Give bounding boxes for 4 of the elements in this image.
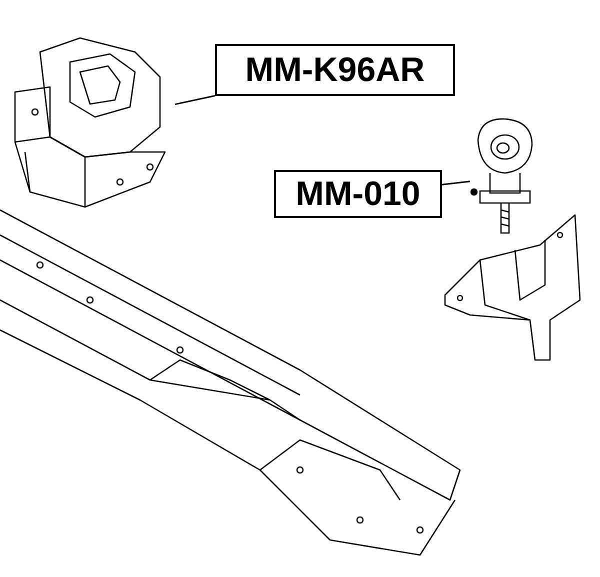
part-number-label: MM-K96AR [215,44,455,96]
leader-line [442,180,470,186]
leader-line [174,95,216,106]
part-number-label: MM-010 [274,170,442,218]
